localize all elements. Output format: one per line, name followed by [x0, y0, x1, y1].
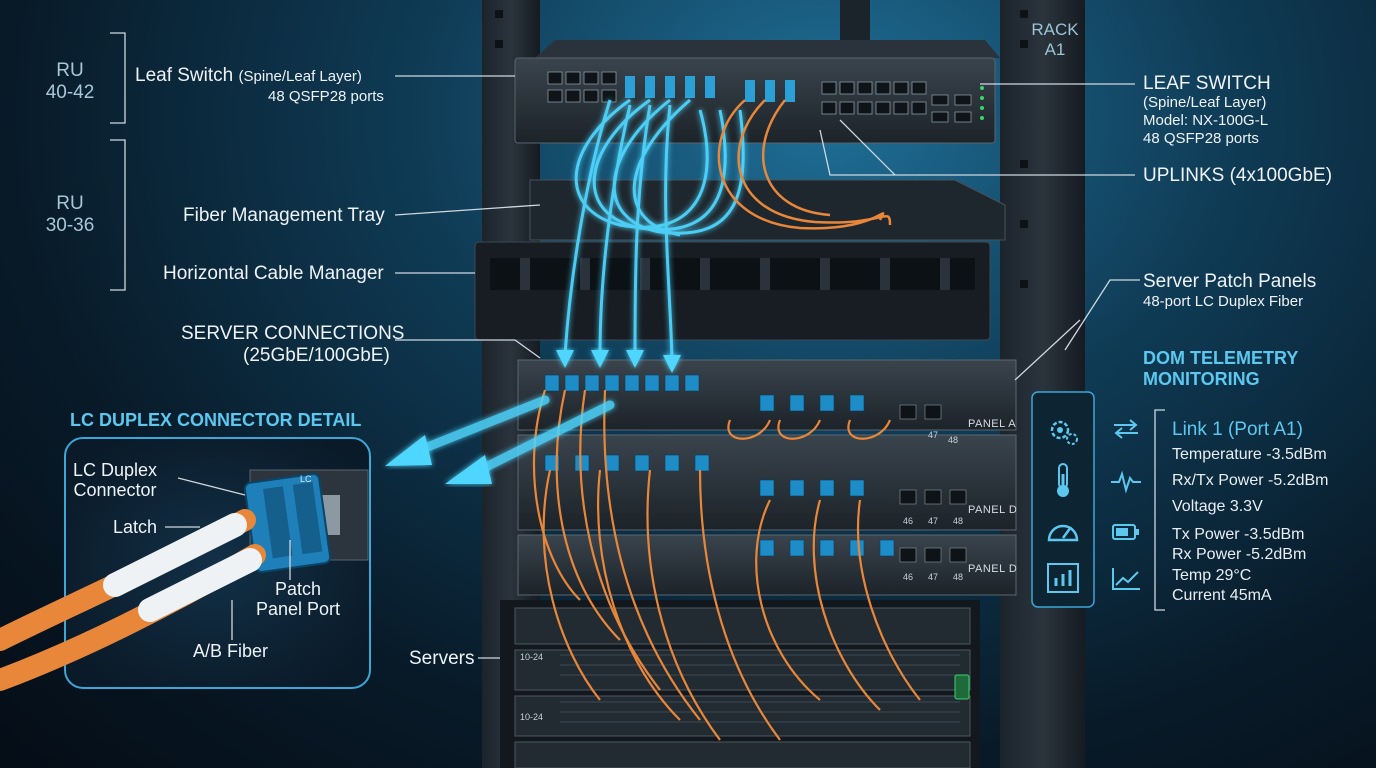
leaf-switch-title: LEAF SWITCH: [1143, 73, 1271, 94]
callout-lines: [110, 32, 1165, 659]
server-tag: 10-24: [520, 712, 544, 722]
dom-icon-panel: [1031, 391, 1095, 608]
leaf-model-label: Model: NX-100G-L: [1143, 112, 1269, 129]
dom-metric: Tx Power -3.5dBm: [1172, 526, 1305, 543]
pulse-icon: [1110, 470, 1142, 494]
battery-icon: [1110, 520, 1142, 544]
latch-label: Latch: [113, 517, 158, 537]
dom-link-label: Link 1 (Port A1): [1172, 419, 1303, 440]
gauge-icon: [1040, 510, 1086, 550]
dom-metric: Rx/Tx Power -5.2dBm: [1172, 472, 1329, 489]
cable-manager-label: Horizontal Cable Manager: [163, 263, 384, 284]
port-number: 47: [928, 572, 939, 582]
patch-panel-port-label: Patch Panel Port: [256, 579, 341, 619]
port-number: 47: [928, 516, 939, 526]
bar-chart-icon: [1040, 558, 1086, 598]
lc-tag: LC: [300, 474, 312, 484]
port-number: 48: [948, 435, 959, 445]
uplinks-label: UPLINKS (4x100GbE): [1143, 165, 1333, 186]
exchange-arrows-icon: [1110, 417, 1142, 441]
fiber-management-tray: [529, 179, 1006, 241]
patch-panels-sub-label: 48-port LC Duplex Fiber: [1143, 293, 1304, 310]
ab-fiber-label: A/B Fiber: [193, 641, 269, 661]
port-number: 48: [953, 516, 964, 526]
port-number: 46: [903, 516, 914, 526]
detail-arrows: [415, 395, 615, 475]
server-connections-label: SERVER CONNECTIONS: [181, 323, 405, 344]
lc-connector-label: LC Duplex Connector: [73, 460, 158, 500]
dom-metric: Temperature -3.5dBm: [1172, 446, 1327, 463]
panel-label: PANEL A: [968, 418, 1017, 430]
server-connections-sub-label: (25GbE/100GbE): [243, 345, 390, 366]
dom-metric: Temp 29°C: [1172, 567, 1252, 584]
dom-metric: Rx Power -5.2dBm: [1172, 546, 1307, 563]
lc-connector-drawing: [243, 472, 332, 573]
patch-panels-label: Server Patch Panels: [1143, 271, 1317, 292]
leaf-switch-label: Leaf Switch (Spine/Leaf Layer): [135, 65, 362, 86]
orange-patch-cords: [532, 389, 921, 741]
orange-uplink-fibers: [717, 99, 892, 230]
panel-label: PANEL D: [968, 563, 1018, 575]
horizontal-cable-manager: [474, 241, 991, 341]
gears-icon: [1040, 412, 1086, 452]
port-number: 48: [953, 572, 964, 582]
trend-chart-icon: [1110, 566, 1142, 592]
fiber-tray-label: Fiber Management Tray: [183, 205, 385, 226]
thermometer-icon: [1040, 460, 1086, 500]
leaf-switch-ports-label: 48 QSFP28 ports: [268, 88, 384, 105]
dom-title: DOM TELEMETRY MONITORING: [1143, 348, 1299, 389]
dom-metric: Voltage 3.3V: [1172, 498, 1263, 515]
servers-label: Servers: [409, 648, 475, 669]
leaf-layer-label: (Spine/Leaf Layer): [1143, 94, 1267, 111]
dom-metric: Current 45mA: [1172, 587, 1272, 604]
leaf-ports-label: 48 QSFP28 ports: [1143, 130, 1259, 147]
ru-label-40-42: RU 40-42: [45, 60, 95, 103]
port-number: 47: [928, 430, 939, 440]
server-tag: 10-24: [520, 652, 544, 662]
rack-label: RACK A1: [1031, 20, 1079, 59]
lc-detail-title: LC DUPLEX CONNECTOR DETAIL: [70, 410, 362, 430]
port-number: 46: [903, 572, 914, 582]
ru-label-30-36: RU 30-36: [45, 193, 95, 236]
panel-label: PANEL D: [968, 504, 1018, 516]
